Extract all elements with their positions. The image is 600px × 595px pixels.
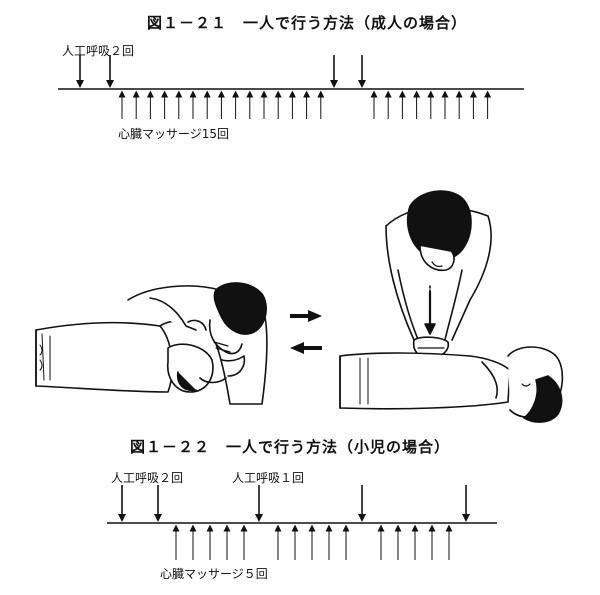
chest-compression-illustration (339, 190, 564, 423)
right-arrow-icon (290, 310, 322, 322)
fig2-breath-label-a: 人工呼吸２回 (111, 471, 184, 485)
fig2-compression-arrows (172, 524, 453, 560)
fig2-timeline (107, 485, 497, 560)
fig1-compression-label: 心臓マッサージ15回 (118, 127, 230, 141)
rescue-breathing-illustration (35, 282, 268, 405)
fig2-breath-arrows (118, 485, 470, 522)
fig1-timeline (58, 55, 524, 119)
fig1-breath-label: 人工呼吸２回 (62, 44, 135, 58)
left-arrow-icon (290, 342, 322, 354)
fig2-breath-label-b: 人工呼吸１回 (232, 471, 305, 485)
fig1-compression-arrows (118, 90, 492, 119)
fig1-title: 図１－２１ 一人で行う方法（成人の場合） (147, 14, 468, 32)
fig2-title: 図１－２２ 一人で行う方法（小児の場合） (130, 438, 451, 456)
fig2-compression-label: 心臓マッサージ５回 (160, 567, 268, 581)
fig1-breath-arrows (76, 55, 366, 88)
direction-arrows (290, 310, 322, 354)
